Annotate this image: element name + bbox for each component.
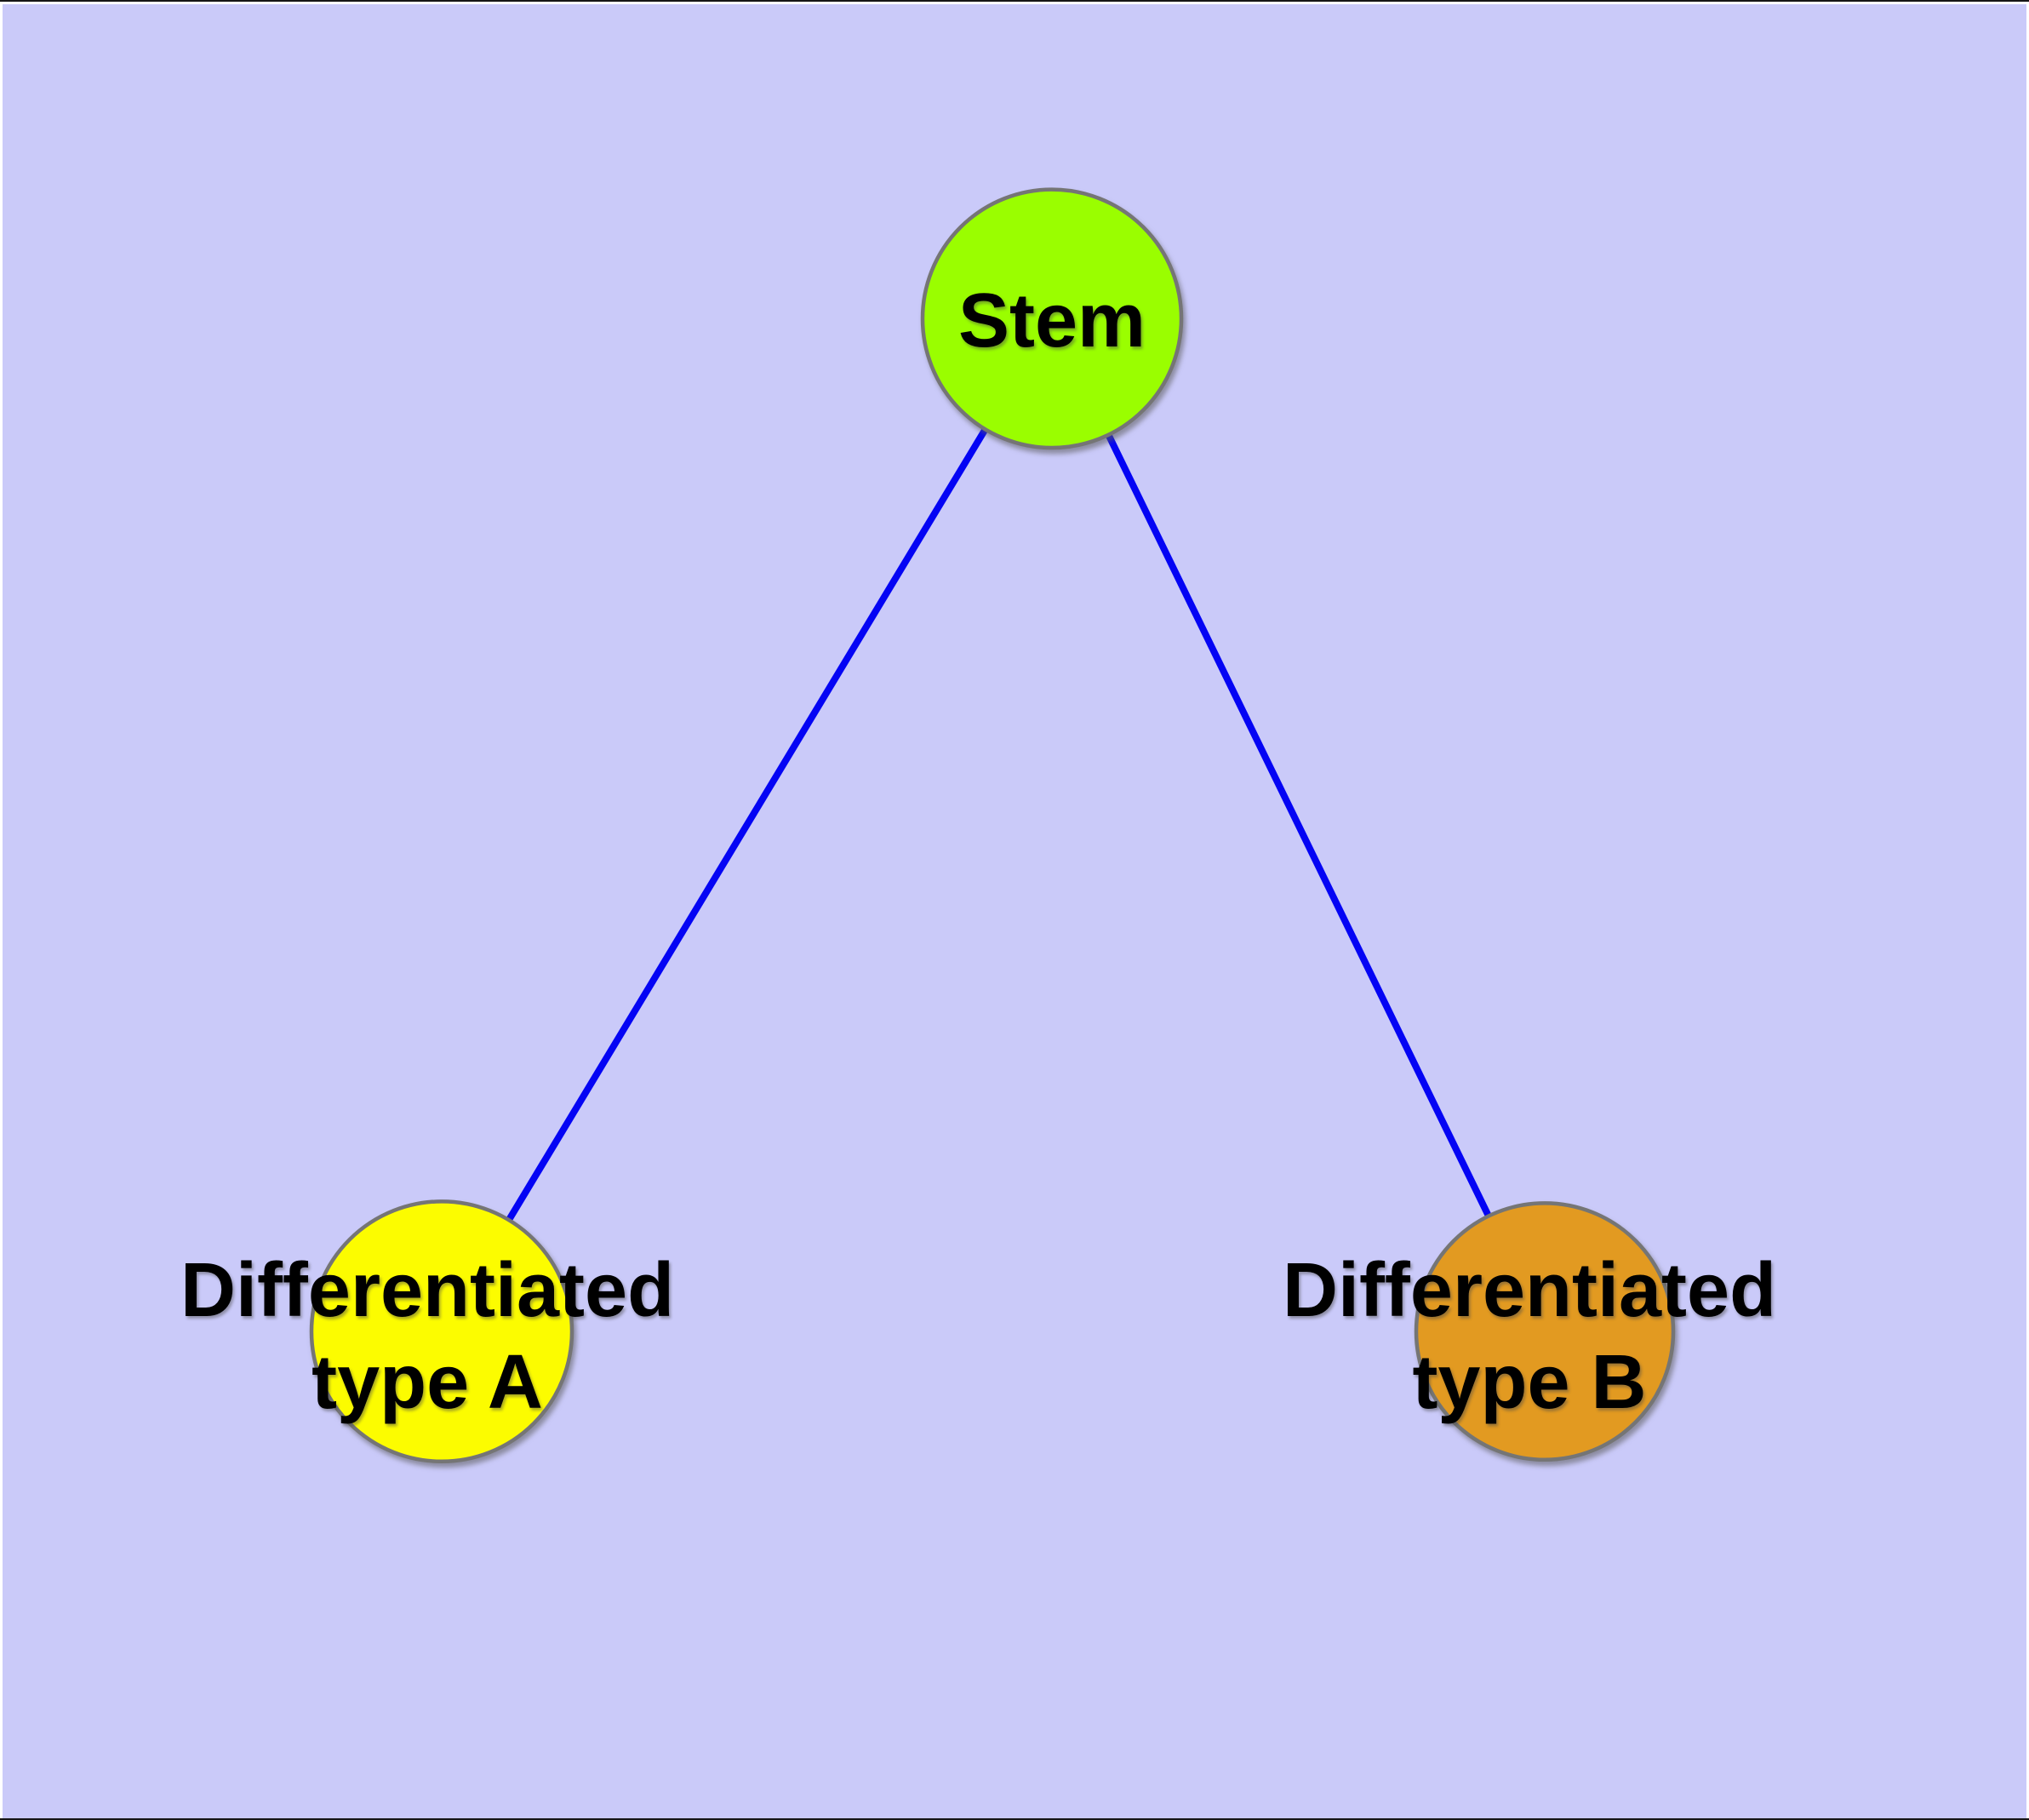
node-differentiated-type-b[interactable]: [1414, 1201, 1676, 1462]
node-differentiated-type-a[interactable]: [309, 1199, 574, 1464]
edge-stem-to-type-a[interactable]: [438, 317, 1055, 1334]
edge-stem-to-type-b[interactable]: [1049, 317, 1548, 1333]
node-stem[interactable]: [920, 187, 1184, 450]
